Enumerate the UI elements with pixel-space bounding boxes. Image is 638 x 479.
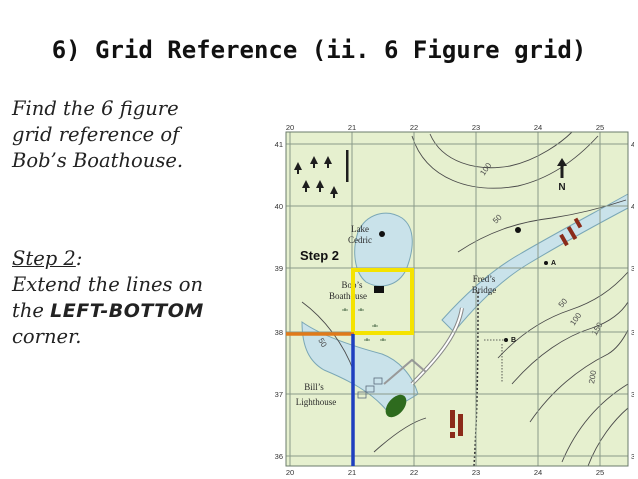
- tall-tree-icon: [346, 150, 349, 182]
- point-a-label: A: [551, 260, 556, 267]
- x-label: 20: [286, 123, 294, 132]
- point-b-label: B: [511, 337, 516, 344]
- y-label: 37: [631, 390, 634, 399]
- woodland-patch: [385, 394, 407, 418]
- building-symbols-se: [450, 410, 463, 438]
- y-label: 38: [631, 328, 634, 337]
- boathouse-label: Boathouse: [329, 291, 367, 301]
- x-label: 21: [348, 468, 356, 477]
- grid-lines: [286, 132, 628, 466]
- lake-label: Lake: [351, 224, 369, 234]
- bridge-point: [515, 227, 521, 233]
- y-label: 36: [275, 452, 283, 461]
- y-label: 36: [631, 452, 634, 461]
- boathouse-marker: [374, 286, 384, 293]
- cedric-label: Cedric: [348, 235, 372, 245]
- tree-icon: [316, 180, 324, 192]
- instruction-line: Bob’s Boathouse.: [12, 149, 184, 172]
- step-text: Step 2: Extend the lines on the LEFT-BOT…: [12, 246, 262, 350]
- x-label: 24: [534, 468, 542, 477]
- step-line: the LEFT-BOTTOM: [12, 298, 262, 324]
- contour-label: 200: [587, 369, 598, 384]
- forest-symbols: [294, 150, 349, 198]
- x-label: 24: [534, 123, 542, 132]
- tree-icon: [294, 162, 302, 174]
- tree-icon: [324, 156, 332, 168]
- instruction-line: grid reference of: [12, 123, 180, 146]
- building-symbols-ne: [559, 217, 583, 247]
- y-label: 38: [275, 328, 283, 337]
- north-label: N: [558, 182, 565, 193]
- x-label: 21: [348, 123, 356, 132]
- instruction-text: Find the 6 figure grid reference of Bob’…: [12, 96, 252, 174]
- x-label: 25: [596, 123, 604, 132]
- x-label: 22: [410, 468, 418, 477]
- step-line-prefix: the: [12, 299, 51, 322]
- shoreline-buildings: [357, 377, 383, 399]
- lake-point: [379, 231, 385, 237]
- instruction-line: Find the 6 figure: [12, 97, 179, 120]
- x-axis-bottom: 20 21 22 23 24 25: [286, 468, 604, 477]
- x-label: 20: [286, 468, 294, 477]
- y-label: 39: [631, 264, 634, 273]
- x-axis-top: 20 21 22 23 24 25: [286, 123, 604, 132]
- freds-label: Fred’s: [473, 274, 496, 284]
- y-axis-right: 41 40 39 38 37 36: [631, 140, 634, 461]
- step-line: Extend the lines on: [12, 273, 204, 296]
- tree-icon: [302, 180, 310, 192]
- x-label: 23: [472, 468, 480, 477]
- map-land: [286, 132, 628, 466]
- x-label: 22: [410, 123, 418, 132]
- step-label: Step 2: [12, 247, 76, 270]
- step-emphasis: LEFT-BOTTOM: [50, 300, 204, 322]
- y-axis-left: 41 40 39 38 37 36: [275, 140, 283, 461]
- y-label: 40: [631, 202, 634, 211]
- step-heading: Step 2:: [12, 246, 262, 272]
- y-label: 41: [631, 140, 634, 149]
- x-label: 25: [596, 468, 604, 477]
- slide-title: 6) Grid Reference (ii. 6 Figure grid): [51, 36, 587, 64]
- highlight-square: [351, 268, 414, 335]
- y-label: 41: [275, 140, 283, 149]
- step-line: corner.: [12, 325, 82, 348]
- y-label: 39: [275, 264, 283, 273]
- lighthouse-label: Lighthouse: [296, 397, 337, 407]
- map-border: [285, 131, 629, 467]
- bridge-label: Bridge: [472, 285, 497, 295]
- tree-icon: [310, 156, 318, 168]
- point-a-marker: [544, 261, 548, 265]
- x-label: 23: [472, 123, 480, 132]
- roads: [383, 291, 479, 467]
- bills-label: Bill’s: [304, 382, 324, 392]
- topographic-map: 100 50 50 100 150 200 50 20 21 22 23 24: [275, 123, 634, 477]
- marsh-symbols: [342, 308, 386, 341]
- step-colon: :: [75, 247, 83, 270]
- north-arrow-icon: N: [557, 158, 567, 193]
- dotted-track: [484, 339, 506, 382]
- y-label: 37: [275, 390, 283, 399]
- tree-icon: [330, 186, 338, 198]
- step-annotation: Step 2: [300, 248, 339, 263]
- y-label: 40: [275, 202, 283, 211]
